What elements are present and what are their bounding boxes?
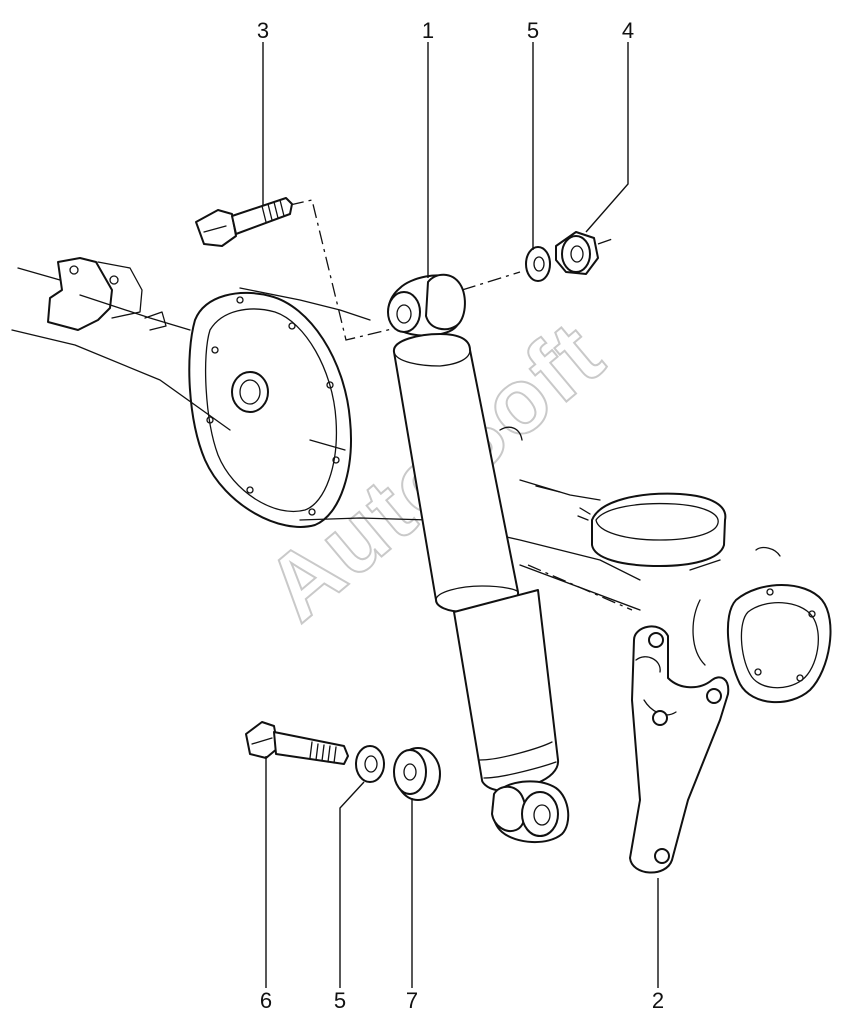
- lower-bolt: [245, 721, 349, 765]
- assembly-centerlines: [289, 199, 633, 611]
- callout-1: 1: [422, 18, 434, 43]
- callout-3: 3: [257, 18, 269, 43]
- callout-labels: 1 3 5 4 6 5 7 2: [257, 18, 664, 1013]
- upper-spring-washer: [525, 246, 551, 282]
- callout-5-lower: 5: [334, 988, 346, 1013]
- rear-axle-housing: [11, 257, 832, 703]
- callout-7: 7: [406, 988, 418, 1013]
- upper-bolt: [195, 197, 293, 247]
- lower-spring-washer: [355, 745, 385, 783]
- shock-absorber: [387, 273, 570, 844]
- callout-6: 6: [260, 988, 272, 1013]
- callout-4: 4: [622, 18, 634, 43]
- lower-spacer-washer: [393, 747, 441, 801]
- shock-absorber-bracket: [629, 625, 730, 874]
- upper-nut: [555, 231, 599, 275]
- callout-5-upper: 5: [527, 18, 539, 43]
- callout-2: 2: [652, 988, 664, 1013]
- callout-leaders: [262, 42, 659, 988]
